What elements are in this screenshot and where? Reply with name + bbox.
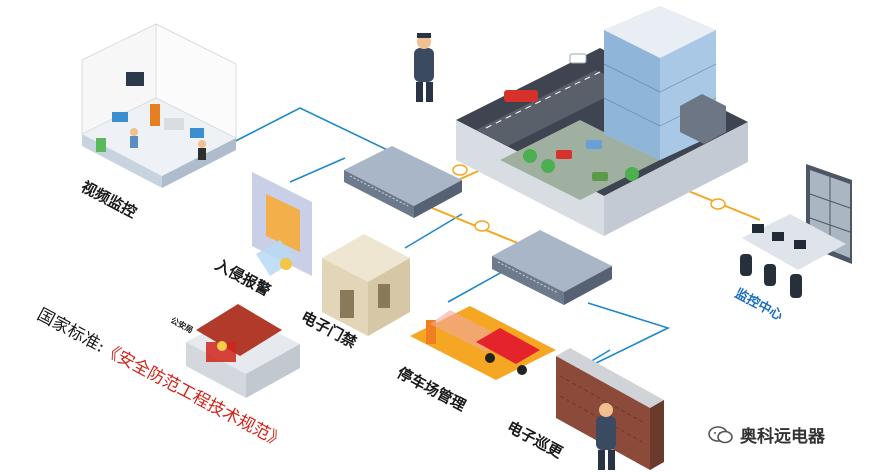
label-video: 视频监控 <box>78 178 139 222</box>
fiber-couplers <box>452 164 726 232</box>
link-video <box>221 107 401 157</box>
watermark-text: 奥科远电器 <box>740 427 825 447</box>
security-guard-patrol <box>596 403 616 470</box>
label-parking: 停车场管理 <box>394 364 469 415</box>
security-guard-top <box>414 33 434 102</box>
parking-scene <box>410 306 556 380</box>
monitoring-center <box>740 164 852 298</box>
link-door <box>404 213 463 249</box>
video-monitoring-room <box>81 23 237 188</box>
office-building-block <box>456 6 748 236</box>
wechat-icon <box>708 425 733 443</box>
access-door-scene <box>322 234 410 336</box>
intrusion-alarm-scene <box>252 172 312 276</box>
standard-prefix: 国家标准: <box>34 305 108 357</box>
label-center: 监控中心 <box>732 285 785 324</box>
label-patrol: 电子巡更 <box>504 418 566 463</box>
link-intrusion <box>289 157 346 183</box>
police-building-sign: 公安局 <box>169 315 195 335</box>
watermark: 奥科远电器 <box>708 422 825 447</box>
link-center <box>587 302 671 367</box>
police-building <box>186 304 300 398</box>
core-switch <box>344 146 462 218</box>
access-switch <box>492 230 612 305</box>
